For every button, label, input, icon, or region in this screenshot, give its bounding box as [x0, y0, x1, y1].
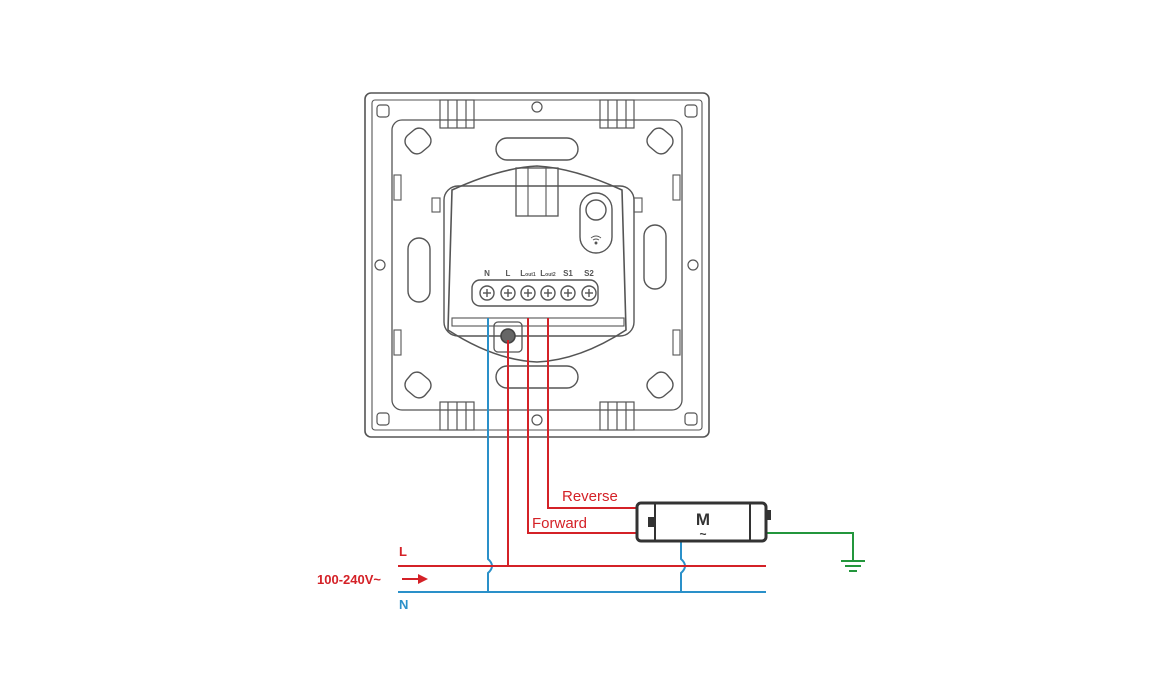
reverse-wire: [547, 318, 637, 509]
terminal-label-n: N: [484, 269, 490, 278]
terminal-label-lout2: Lout2: [540, 269, 556, 278]
forward-wire: [527, 318, 637, 534]
neutral-label: N: [399, 597, 408, 612]
terminal-label-lout1: Lout1: [520, 269, 536, 278]
arrow-right-icon: [402, 574, 428, 584]
neutral-wire-switch: [487, 318, 493, 592]
voltage-label: 100-240V~: [317, 572, 381, 587]
terminal-label-l: L: [506, 269, 511, 278]
switch-module: [431, 165, 643, 363]
terminal-screws: [479, 285, 597, 301]
switch-plate: [364, 92, 710, 438]
plate-outer-frame: [364, 92, 710, 438]
terminal-screw-s1: [560, 285, 576, 301]
corner-screws: [374, 101, 699, 426]
earth-wire: [766, 532, 854, 561]
plate-mount-frame: [391, 119, 683, 411]
terminal-screw-n: [479, 285, 495, 301]
mount-holes: [404, 127, 674, 399]
motor-body: [635, 501, 768, 543]
forward-label: Forward: [532, 515, 587, 532]
side-tabs: [393, 174, 681, 356]
terminal-labels: N L Lout1 Lout2 S1 S2: [484, 269, 594, 278]
motor-ac-symbol: ~: [699, 527, 706, 541]
terminal-label-s1: S1: [563, 269, 573, 278]
plate-inner-frame: [371, 99, 703, 431]
ground-icon: [841, 560, 865, 572]
pairing-button[interactable]: [585, 199, 607, 221]
terminal-screw-s2: [581, 285, 597, 301]
motor-label: M: [696, 510, 710, 529]
terminal-screw-l: [500, 285, 516, 301]
motor: M ~: [635, 501, 771, 543]
pairing-button-housing: [579, 192, 613, 254]
module-base: [443, 185, 635, 337]
wifi-icon: [590, 235, 602, 245]
terminal-label-s2: S2: [584, 269, 594, 278]
terminal-screw-lout1: [520, 285, 536, 301]
module-top-tab: [515, 167, 559, 217]
top-clips: [439, 99, 635, 129]
terminal-block: [471, 279, 599, 307]
reverse-label: Reverse: [562, 488, 618, 505]
terminal-screw-lout2: [540, 285, 556, 301]
bottom-clips: [439, 401, 635, 431]
live-label: L: [399, 544, 407, 559]
module-housing: [447, 165, 627, 363]
